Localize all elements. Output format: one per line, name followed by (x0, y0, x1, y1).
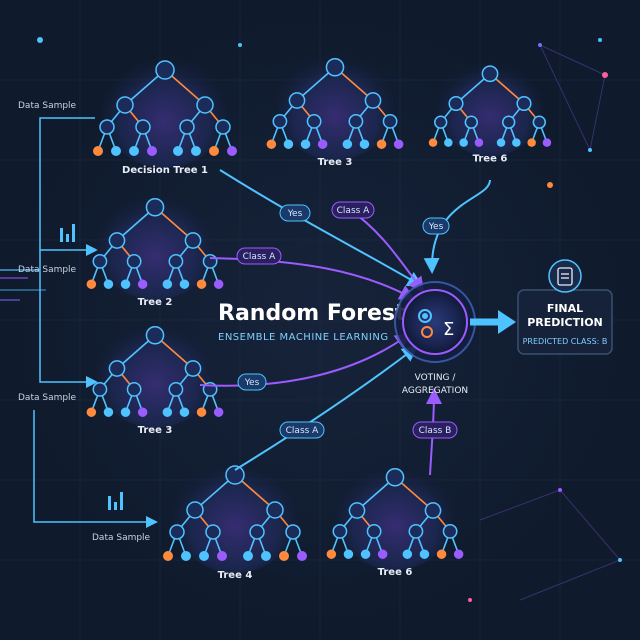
decorative-network (479, 44, 621, 601)
vote-pill-2: Class A (331, 201, 375, 219)
vote-pill-4: Class A (236, 247, 282, 265)
aggregator-label-1: VOTING / (415, 373, 457, 383)
final-label-1: FINAL (547, 302, 583, 315)
tree-label-3: Tree 6 (473, 153, 508, 164)
bar-chart-icon (60, 224, 123, 510)
page-title: Random Forest (218, 301, 406, 326)
vote-pill-1: Yes (279, 204, 311, 222)
decision-tree-5: Tree 3 (86, 317, 224, 436)
vote-pill-5: Yes (237, 373, 267, 391)
vote-pill-6: Class A (279, 421, 325, 439)
tree-label-4: Tree 2 (138, 297, 173, 308)
final-prediction-box: FINAL PREDICTION PREDICTED CLASS: B (517, 259, 613, 355)
svg-text:Yes: Yes (287, 209, 303, 219)
page-subtitle: ENSEMBLE MACHINE LEARNING (218, 332, 389, 343)
svg-text:Yes: Yes (428, 222, 444, 232)
data-sample-label-3: Data Sample (18, 393, 77, 403)
data-sample-label-1: Data Sample (18, 101, 77, 111)
decorative-dots (37, 37, 622, 602)
predicted-class: PREDICTED CLASS: B (523, 337, 608, 346)
vote-pill-7: Class B (412, 421, 458, 439)
decision-tree-3: Tree 6 (428, 57, 552, 164)
svg-text:Class B: Class B (419, 426, 452, 436)
tree-label-5: Tree 3 (138, 425, 173, 436)
svg-text:Class A: Class A (337, 206, 371, 216)
final-arrow-head (498, 310, 516, 334)
gear-icon (418, 309, 433, 338)
data-sample-feed (33, 117, 158, 528)
sigma-icon: Σ (443, 319, 454, 340)
data-streaks (0, 269, 46, 301)
decision-tree-2: Tree 3 (266, 49, 404, 168)
decision-tree-6: Tree 4 (163, 457, 307, 581)
svg-text:Class A: Class A (243, 252, 277, 262)
tree-label-1: Decision Tree 1 (122, 165, 208, 176)
decision-tree-7: Tree 6 (326, 459, 464, 578)
aggregation-hub: Σ VOTING / AGGREGATION (394, 281, 476, 396)
data-sample-label-4: Data Sample (92, 533, 151, 543)
vote-pill-3: Yes (422, 217, 450, 235)
clipboard-icon (557, 267, 573, 286)
decision-tree-1: Decision Tree 1 (93, 52, 237, 176)
data-sample-label-2: Data Sample (18, 265, 77, 275)
decision-tree-4: Tree 2 (86, 189, 224, 308)
svg-text:Yes: Yes (244, 378, 260, 388)
tree-label-7: Tree 6 (378, 567, 413, 578)
tree-label-2: Tree 3 (318, 157, 353, 168)
svg-text:Class A: Class A (286, 426, 320, 436)
aggregator-label-2: AGGREGATION (402, 386, 468, 396)
final-label-2: PREDICTION (527, 316, 603, 329)
tree-label-6: Tree 4 (218, 570, 253, 581)
